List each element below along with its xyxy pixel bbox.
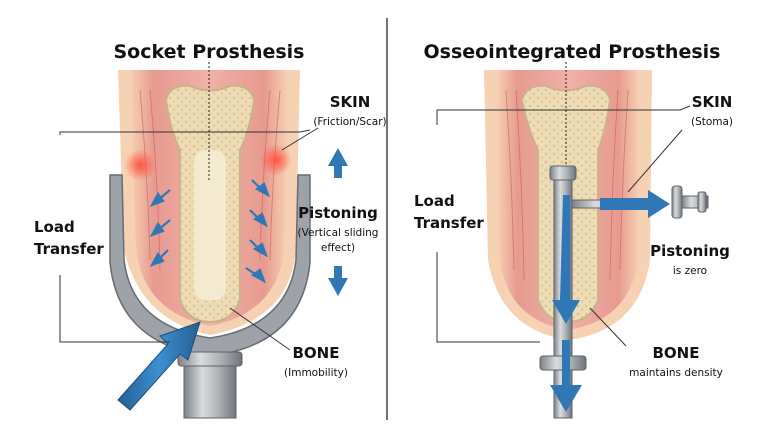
bone-label-right: BONE: [653, 344, 700, 362]
friction-spot-right: [260, 144, 292, 176]
load-label-left-2: Transfer: [34, 240, 104, 258]
load-label-right-2: Transfer: [414, 214, 484, 232]
pistoning-note-left-2: effect): [321, 242, 355, 254]
pistoning-note-right: is zero: [673, 265, 707, 277]
abutment-bolt-icon: [672, 186, 708, 218]
bone-label-left: BONE: [293, 344, 340, 362]
medullary-canal: [194, 150, 226, 300]
socket-panel: Socket Prosthesis SKIN (Friction/Scar) P…: [34, 41, 387, 418]
osseointegrated-panel: Osseointegrated Prosthesis SKIN (Stoma) …: [414, 41, 733, 418]
load-label-left-1: Load: [34, 218, 75, 236]
osseo-title: Osseointegrated Prosthesis: [424, 41, 721, 63]
skin-note-left: (Friction/Scar): [313, 116, 386, 128]
skin-label-right: SKIN: [692, 93, 733, 111]
bone-note-right: maintains density: [629, 367, 723, 379]
pistoning-label-right: Pistoning: [650, 242, 730, 260]
bone-note-left: (Immobility): [284, 367, 348, 379]
socket-title: Socket Prosthesis: [114, 41, 305, 63]
implant-head: [550, 166, 576, 180]
skin-label-left: SKIN: [330, 93, 371, 111]
skin-note-right: (Stoma): [691, 116, 733, 128]
pistoning-label-left: Pistoning: [298, 204, 378, 222]
friction-spot-left: [124, 149, 156, 181]
load-label-right-1: Load: [414, 192, 455, 210]
socket-pylon: [184, 366, 236, 418]
pistoning-arrow: [328, 148, 348, 296]
pistoning-note-left-1: (Vertical sliding: [298, 227, 379, 239]
